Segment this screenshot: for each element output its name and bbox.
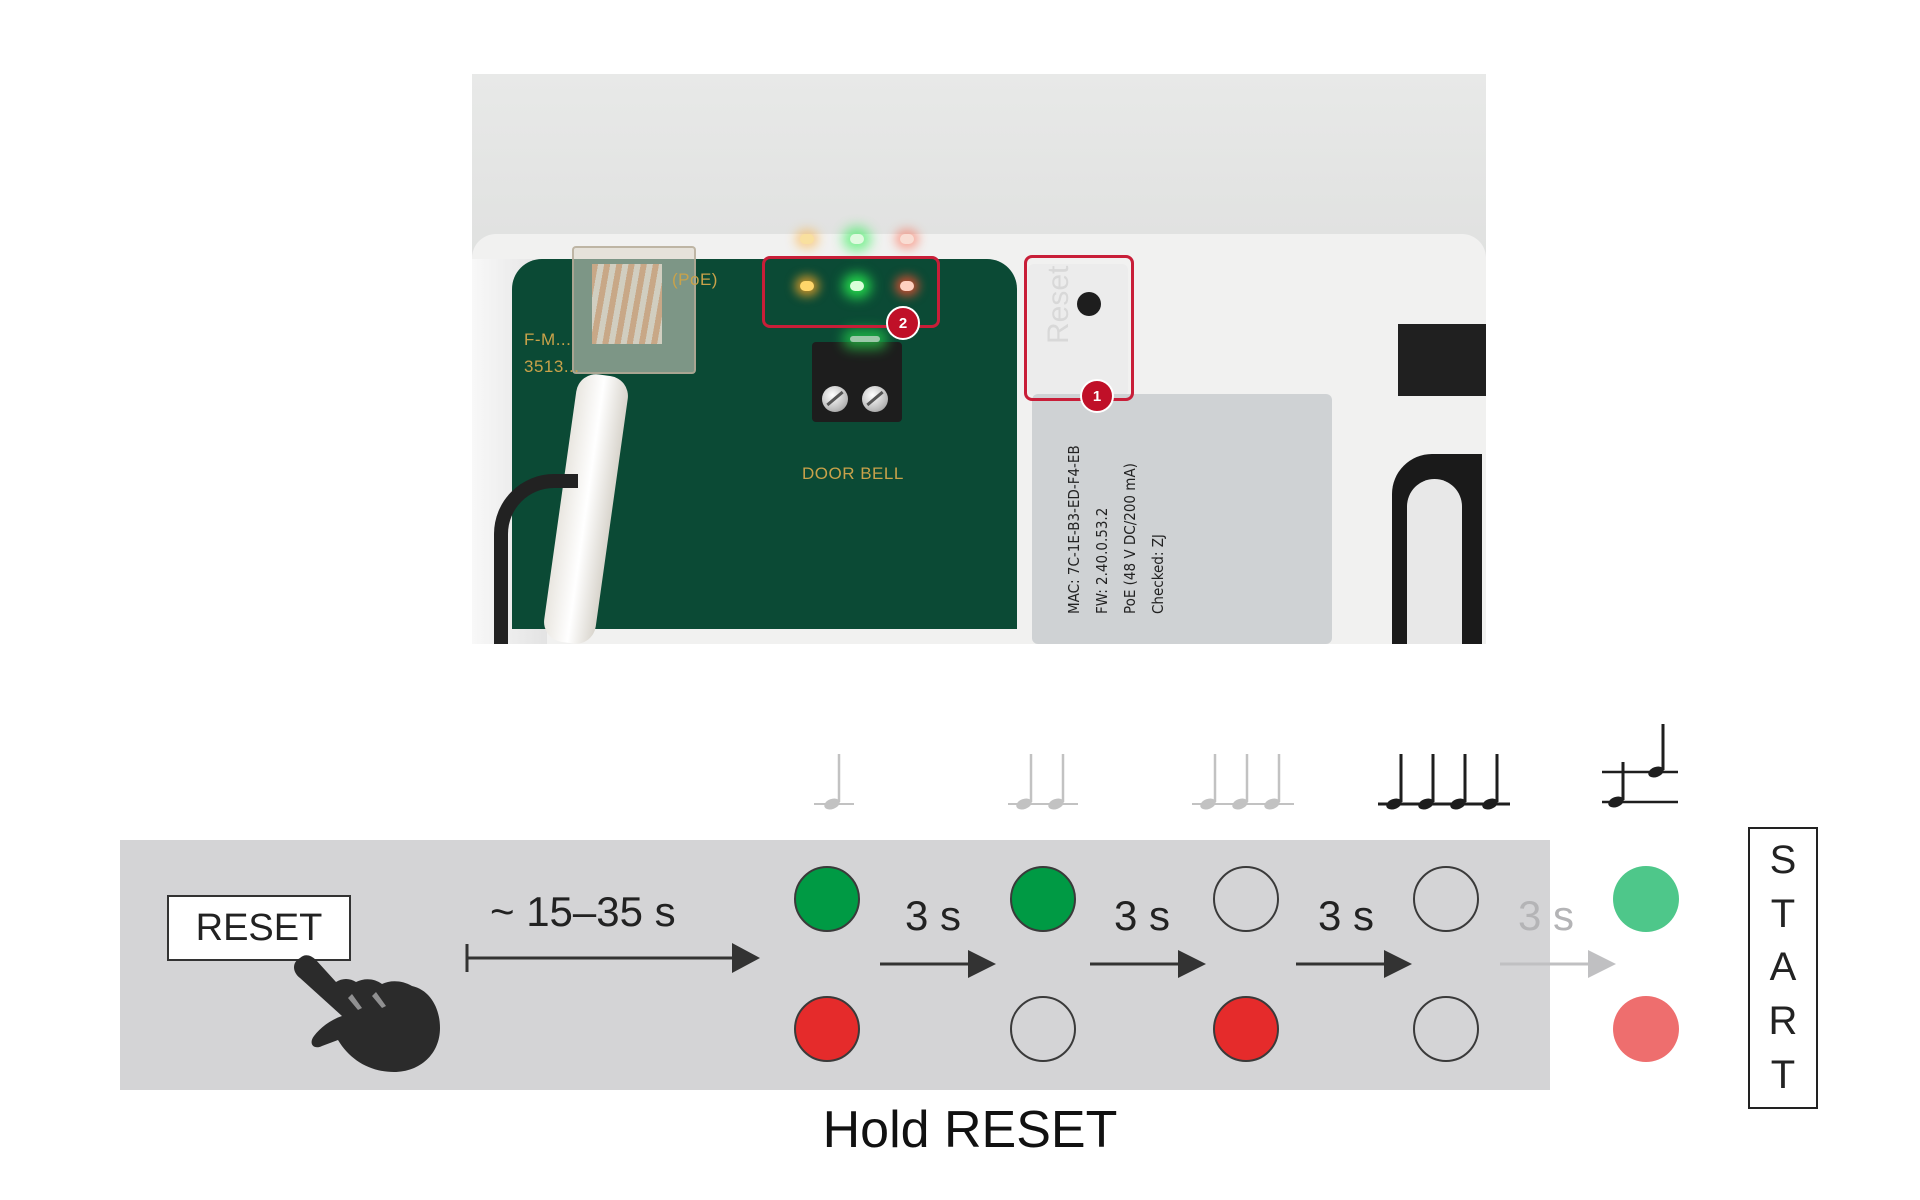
terminal-screw: [822, 386, 848, 412]
right-tab: [1398, 324, 1486, 396]
music-note-icon: [1192, 754, 1294, 810]
hand-pointer-icon: [294, 955, 440, 1072]
door-bell-label: DOOR BELL: [802, 464, 904, 483]
led-red-state-4: [1413, 996, 1479, 1062]
terminal-led-glow: [850, 336, 880, 342]
reset-highlight-box: [1024, 255, 1134, 401]
led-highlight-box: [762, 256, 940, 328]
right-clip-inner: [1407, 479, 1462, 644]
pcb-code-text: 3513...: [524, 357, 580, 376]
step-arrow-3: [1296, 950, 1412, 978]
status-led-amber: [800, 281, 814, 291]
hold-time-arrow: [465, 943, 760, 973]
terminal-screw: [862, 386, 888, 412]
pcb-code-text: F-M...: [524, 330, 572, 349]
step-label-2: 3 s: [1114, 892, 1171, 939]
music-note-icon: [1602, 724, 1678, 808]
door-bell-terminal: [812, 342, 902, 422]
led-green-state-2: [1010, 866, 1076, 932]
music-note-icon: [814, 754, 854, 810]
led-green-state-final: [1613, 866, 1679, 932]
step-arrow-4: [1500, 950, 1616, 978]
left-mounting-clip: [494, 474, 578, 644]
led-green-state-4: [1413, 866, 1479, 932]
hold-time-label: ~ 15–35 s: [490, 888, 676, 935]
start-letter-t2: T: [1770, 1053, 1796, 1098]
hold-reset-caption: Hold RESET: [822, 1101, 1118, 1159]
led-red-state-2: [1010, 996, 1076, 1062]
led-red-state-final: [1613, 996, 1679, 1062]
start-letter-a: A: [1769, 945, 1797, 990]
led-green-state-1: [794, 866, 860, 932]
led-red-state-1: [794, 996, 860, 1062]
rj45-connector: [572, 246, 696, 374]
sticker-line-checked: Checked: ZJ: [1149, 534, 1167, 614]
led-reflection: [850, 234, 864, 244]
step-arrow-2: [1090, 950, 1206, 978]
led-red-state-3: [1213, 996, 1279, 1062]
music-note-icon: [1008, 754, 1078, 810]
step-label-3: 3 s: [1318, 892, 1375, 939]
device-photo: (PoE) F-M... 3513... DOOR BELL Reset MAC…: [472, 74, 1486, 644]
led-green-state-3: [1213, 866, 1279, 932]
reset-button-hole[interactable]: [1077, 292, 1101, 316]
product-label-sticker: [1032, 394, 1332, 644]
badge-reset: 1: [1080, 379, 1114, 413]
start-box: S T A R T: [1748, 827, 1818, 1109]
status-led-red: [900, 281, 914, 291]
start-letter-t: T: [1770, 891, 1796, 936]
music-note-icon: [1378, 754, 1510, 810]
status-led-green: [850, 281, 864, 291]
reset-button[interactable]: RESET: [167, 895, 351, 961]
reset-panel: Reset: [1028, 264, 1128, 396]
badge-leds: 2: [886, 306, 920, 340]
led-reflection: [800, 234, 814, 244]
led-reflection: [900, 234, 914, 244]
step-label-4: 3 s: [1518, 892, 1575, 939]
step-label-1: 3 s: [905, 892, 962, 939]
step-arrow-1: [880, 950, 996, 978]
start-letter-s: S: [1769, 837, 1797, 882]
pcb-poe-text: (PoE): [672, 270, 718, 289]
start-letter-r: R: [1768, 999, 1798, 1044]
